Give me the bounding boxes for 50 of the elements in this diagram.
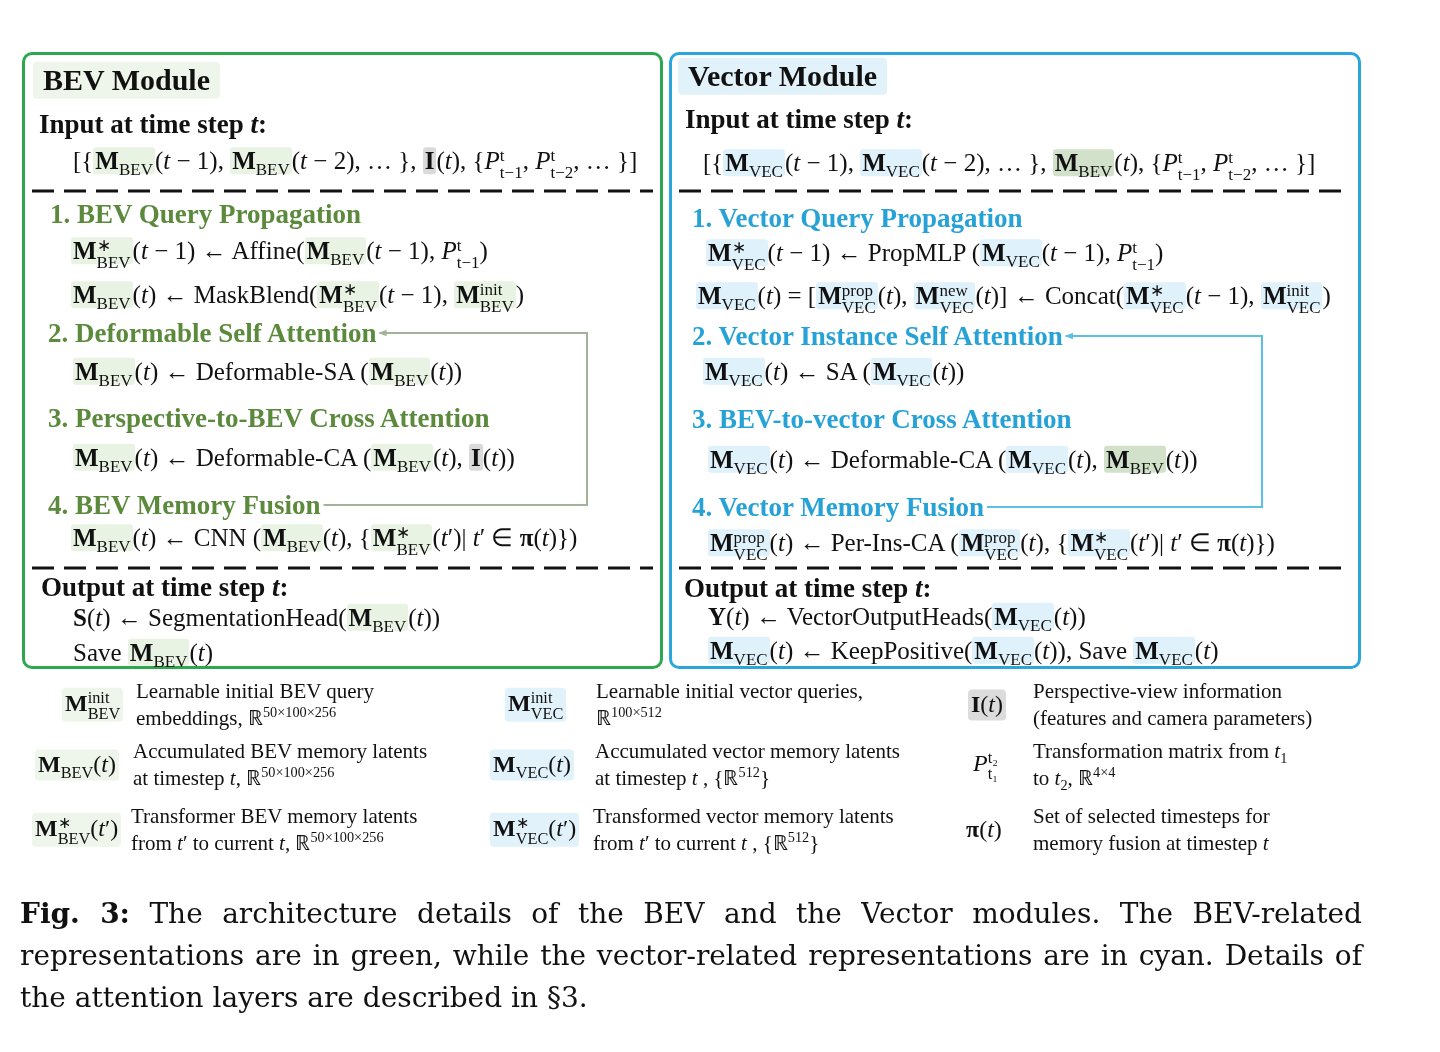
step-heading: 2. Deformable Self Attention [48,316,377,350]
symbol-description: Set of selected timesteps for memory fusion at timestep t [1033,803,1271,857]
formula-line: M$^{prop}$$_{VEC}$(t) ← Per-Ins-CA (M$^{prop}$$_{VEC}$(t), {M$^{∗}$$_{VEC}$(t′)| t′ ∈ π(t)}) [708,527,1275,563]
math-symbol: M$_{BEV}$(t) [35,749,119,781]
step-heading: 1. BEV Query Propagation [50,197,362,231]
formula-line: M$^{∗}$$_{BEV}$(t − 1) ← Affine(M$_{BEV}$(t − 1), P$^{t}$$_{t−1}$) [71,235,488,271]
symbol-description: Transformation matrix from t$_{1}$ to t$_{2}$, ℝ$^{4×4}$ [1033,738,1289,792]
step-heading: 1. Vector Query Propagation [692,201,1023,235]
step-heading: 3. Perspective-to-BEV Cross Attention [48,401,490,435]
formula-line: M$_{VEC}$(t) ← Deformable-CA (M$_{VEC}$(t), M$_{BEV}$(t)) [708,444,1198,477]
math-symbol: π(t) [965,815,1003,845]
formula-line: S(t) ← SegmentationHead(M$_{BEV}$(t)) [73,602,441,635]
formula-line: M$_{VEC}$(t) ← KeepPositive(M$_{VEC}$(t)), Save M$_{VEC}$(t) [708,635,1219,668]
step-heading: 2. Vector Instance Self Attention [692,319,1063,353]
symbol-description: Perspective-view information (features and camera parameters) [1033,678,1314,732]
formula-line: M$_{VEC}$(t) = [M$^{prop}$$_{VEC}$(t), M$^{new}$$_{VEC}$(t)] ← Concat(M$^{∗}$$_{VEC}$(t − 1), M$^{init}$$_{VEC}$) [696,280,1331,316]
figure-caption: Fig. 3: The architecture details of the BEV and the Vector modules. The BEV-related representations are in green, while the vector-related representations are in cyan. Details of the attention layers are described in §3. [20,896,1362,1016]
math-symbol: M$^{∗}$$_{VEC}$(t′) [490,812,580,848]
symbol-description: Learnable initial vector queries, ℝ$^{100×512}$ [596,678,865,732]
formula-line: Y(t) ← VectorOutputHeads(M$_{VEC}$(t)) [708,602,1086,634]
module-panel [669,52,1361,669]
symbol-description: Accumulated BEV memory latents at timestep t, ℝ$^{50×100×256}$ [133,738,429,792]
formula-line: [{M$_{BEV}$(t − 1), M$_{BEV}$(t − 2), … }, I(t), {P$^{t}$$_{t−1}$, P$^{t}$$_{t−2}$, … }] [73,145,638,181]
symbol-description: Learnable initial BEV query embeddings, ℝ$^{50×100×256}$ [136,678,376,732]
feedback-arrow [322,329,588,506]
formula-line: M$^{∗}$$_{VEC}$(t − 1) ← PropMLP (M$_{VEC}$(t − 1), P$^{t}$$_{t−1}$) [706,237,1164,273]
panel-title: Vector Module [678,57,888,95]
section-heading: Input at time step t: [685,102,914,136]
step-heading: 3. BEV-to-vector Cross Attention [692,402,1072,436]
formula-line: [{M$_{VEC}$(t − 1), M$_{VEC}$(t − 2), … }, M$_{BEV}$(t), {P$^{t}$$_{t−1}$, P$^{t}$$_{t−2}$, … }] [703,147,1316,183]
symbol-description: Transformer BEV memory latents from t′ to current t, ℝ$^{50×100×256}$ [131,803,419,857]
step-heading: 4. Vector Memory Fusion [692,490,984,524]
section-heading: Output at time step t: [684,571,932,605]
formula-line: Save M$_{BEV}$(t) [73,637,214,670]
formula-line: M$_{BEV}$(t) ← Deformable-CA (M$_{BEV}$(t), I(t)) [73,442,515,475]
module-panel [22,52,663,669]
symbol-description: Transformed vector memory latents from t′ to current t , {ℝ$^{512}$} [593,803,895,857]
formula-line: M$_{BEV}$(t) ← CNN (M$_{BEV}$(t), {M$^{∗}$$_{BEV}$(t′)| t′ ∈ π(t)}) [71,522,578,558]
math-symbol: M$^{∗}$$_{BEV}$(t′) [32,812,122,848]
section-heading: Input at time step t: [39,107,268,141]
feedback-arrow [985,332,1263,508]
section-heading: Output at time step t: [41,570,289,604]
symbol-description: Accumulated vector memory latents at timestep t , {ℝ$^{512}$} [595,738,901,792]
math-symbol: M$_{VEC}$(t) [490,749,574,781]
formula-line: M$_{VEC}$(t) ← SA (M$_{VEC}$(t)) [703,356,965,389]
step-heading: 4. BEV Memory Fusion [48,488,321,522]
formula-line: M$_{BEV}$(t) ← Deformable-SA (M$_{BEV}$(t)) [73,356,463,389]
panel-title: BEV Module [33,61,220,99]
math-symbol: I(t) [968,689,1006,721]
formula-line: M$_{BEV}$(t) ← MaskBlend(M$^{∗}$$_{BEV}$(t − 1), M$^{init}$$_{BEV}$) [71,279,525,315]
